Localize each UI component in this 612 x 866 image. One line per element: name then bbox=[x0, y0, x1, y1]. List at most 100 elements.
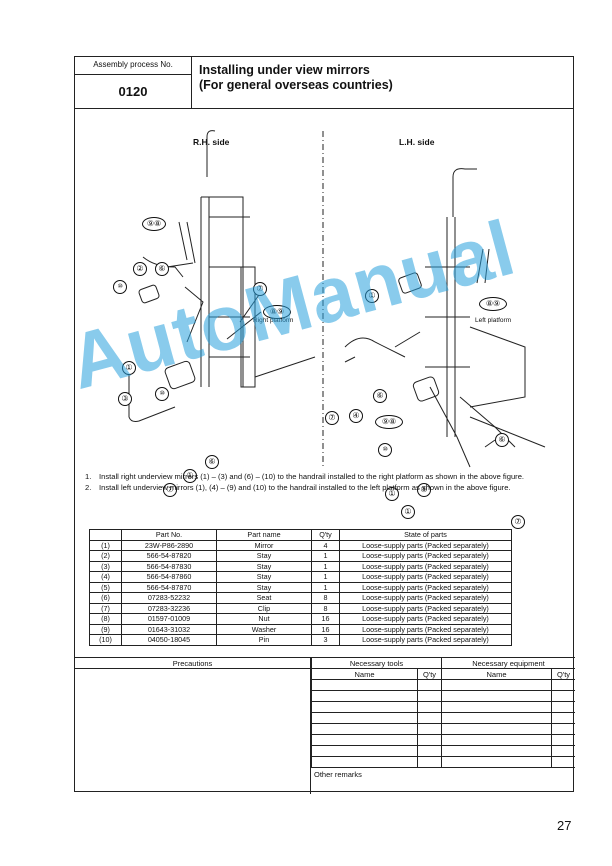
other-remarks: Other remarks bbox=[314, 770, 362, 779]
title-line-1: Installing under view mirrors bbox=[199, 63, 370, 77]
tools-cell bbox=[311, 701, 418, 713]
col-header-part-no: Part No. bbox=[121, 529, 217, 541]
table-cell: (9) bbox=[89, 623, 122, 635]
lh-callout-98: ⑨⑧ bbox=[375, 415, 403, 429]
table-cell: Loose-supply parts (Packed separately) bbox=[339, 550, 512, 562]
lh-stay-4 bbox=[344, 331, 421, 358]
tools-cell bbox=[441, 712, 552, 724]
tools-row bbox=[311, 723, 575, 735]
rh-handrail-frame bbox=[201, 196, 244, 387]
precautions-body bbox=[75, 669, 311, 794]
tools-table: Necessary tools Necessary equipment Name… bbox=[311, 658, 575, 768]
table-cell: 16 bbox=[311, 623, 340, 635]
lh-callout-1a: ① bbox=[365, 289, 379, 303]
table-cell: 566-54-87820 bbox=[121, 550, 217, 562]
table-cell: 566-54-87830 bbox=[121, 560, 217, 572]
tools-cell bbox=[551, 712, 575, 724]
page-number: 27 bbox=[557, 818, 572, 833]
lh-handrail-top bbox=[452, 168, 477, 217]
rh-callout-7: ⑦ bbox=[253, 282, 267, 296]
tools-cell bbox=[417, 745, 442, 757]
tools-cell bbox=[311, 679, 418, 691]
table-cell: Loose-supply parts (Packed separately) bbox=[339, 634, 512, 646]
header-divider bbox=[192, 108, 573, 109]
table-cell: Loose-supply parts (Packed separately) bbox=[339, 613, 512, 625]
rh-stay-wire bbox=[184, 286, 204, 343]
parts-table-header: Part No. Part name Q'ty State of parts bbox=[89, 529, 512, 541]
tools-cell bbox=[417, 701, 442, 713]
rh-callout-1b: ① bbox=[183, 469, 197, 483]
table-cell: 04050-18045 bbox=[121, 634, 217, 646]
rh-callout-6: ⑥ bbox=[155, 262, 169, 276]
table-cell: Mirror bbox=[216, 539, 312, 551]
lh-handrail-rungs bbox=[425, 266, 470, 368]
parts-table: Part No. Part name Q'ty State of parts (… bbox=[89, 529, 512, 646]
table-cell: 3 bbox=[311, 634, 340, 646]
lh-mirror-upper bbox=[398, 272, 422, 294]
process-number: 0120 bbox=[118, 84, 148, 99]
table-cell: Loose-supply parts (Packed separately) bbox=[339, 560, 512, 572]
table-cell: Pin bbox=[216, 634, 312, 646]
tools-cell bbox=[551, 734, 575, 746]
col-header-state: State of parts bbox=[339, 529, 512, 541]
table-cell: Loose-supply parts (Packed separately) bbox=[339, 581, 512, 593]
lh-callout-10: ⑩ bbox=[378, 443, 392, 457]
table-cell: (3) bbox=[89, 560, 122, 572]
tools-cell bbox=[311, 712, 418, 724]
tools-row bbox=[311, 745, 575, 757]
rh-mirror-lower bbox=[164, 360, 196, 390]
lh-callout-7a: ⑦ bbox=[325, 411, 339, 425]
tools-cell bbox=[311, 723, 418, 735]
tools-cell bbox=[551, 723, 575, 735]
note-2: 2. Install left underview mirrors (1), (… bbox=[85, 483, 511, 492]
rh-callout-7b: ⑦ bbox=[163, 483, 177, 497]
lh-platform-edge bbox=[469, 326, 526, 408]
table-cell: (6) bbox=[89, 592, 122, 604]
table-cell: 4 bbox=[311, 539, 340, 551]
tools-cell bbox=[311, 734, 418, 746]
table-cell: 8 bbox=[311, 602, 340, 614]
tools-qty-header: Q'ty bbox=[417, 668, 442, 680]
tools-cell bbox=[311, 690, 418, 702]
rh-callout-3: ③ bbox=[118, 392, 132, 406]
table-cell: Loose-supply parts (Packed separately) bbox=[339, 592, 512, 604]
table-cell: Loose-supply parts (Packed separately) bbox=[339, 571, 512, 583]
table-cell: Loose-supply parts (Packed separately) bbox=[339, 623, 512, 635]
table-cell: 566-54-87860 bbox=[121, 571, 217, 583]
lh-leader-7 bbox=[484, 439, 496, 448]
table-cell: (8) bbox=[89, 613, 122, 625]
tools-cell bbox=[417, 723, 442, 735]
page-title: Installing under view mirrors (For gener… bbox=[199, 63, 393, 93]
col-header-index bbox=[89, 529, 122, 541]
lh-callout-5: ⑤ bbox=[417, 483, 431, 497]
bottom-section: Precautions Necessary tools Necessary eq… bbox=[75, 657, 575, 794]
table-cell: 1 bbox=[311, 581, 340, 593]
tools-cell bbox=[551, 745, 575, 757]
table-cell: Stay bbox=[216, 581, 312, 593]
title-line-2: (For general overseas countries) bbox=[199, 78, 393, 92]
table-cell: 01597-01009 bbox=[121, 613, 217, 625]
diagram-drawing bbox=[128, 130, 546, 468]
precautions-header: Precautions bbox=[75, 658, 311, 669]
lh-side-label: L.H. side bbox=[399, 137, 435, 147]
rh-leader-89 bbox=[226, 311, 262, 340]
lh-callout-1b: ① bbox=[385, 487, 399, 501]
tools-cell bbox=[417, 734, 442, 746]
tools-cell bbox=[417, 679, 442, 691]
rh-callout-1a: ① bbox=[122, 361, 136, 375]
table-cell: Nut bbox=[216, 613, 312, 625]
tools-cell bbox=[441, 723, 552, 735]
tools-row bbox=[311, 756, 575, 768]
table-cell: 07283-32236 bbox=[121, 602, 217, 614]
rh-callout-10b: ⑩ bbox=[155, 387, 169, 401]
rh-callout-89: ⑧⑨ bbox=[263, 305, 291, 319]
table-cell: 23W-P86-2890 bbox=[121, 539, 217, 551]
tools-cell bbox=[311, 756, 418, 768]
col-header-qty: Q'ty bbox=[311, 529, 340, 541]
